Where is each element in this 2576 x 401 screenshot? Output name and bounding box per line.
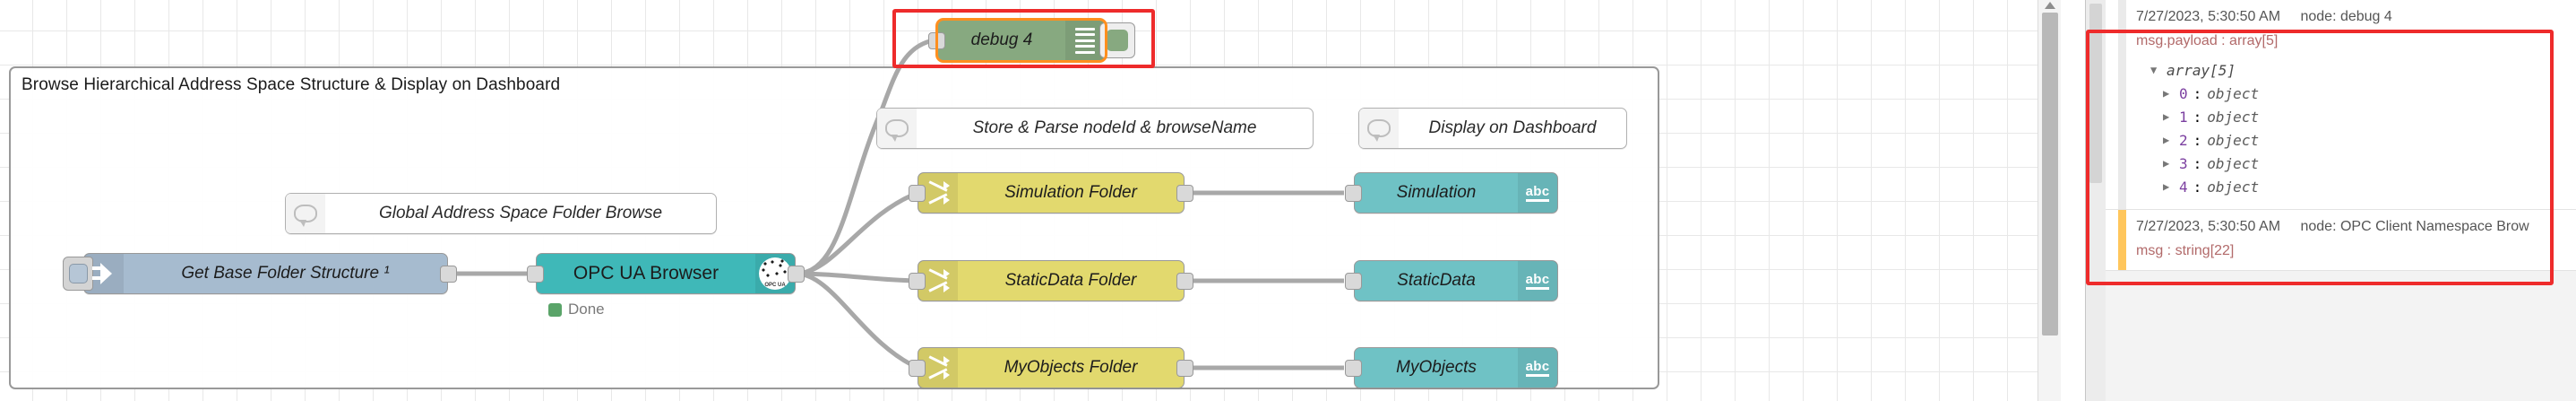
debug-message-source-bar bbox=[2118, 0, 2126, 209]
status-label: Done bbox=[568, 301, 605, 318]
debug-panel-scrollbar[interactable] bbox=[2086, 0, 2106, 401]
tree-item-colon: : bbox=[2193, 178, 2202, 196]
node-label: StaticData bbox=[1397, 271, 1476, 290]
node-input-port[interactable] bbox=[928, 32, 945, 49]
node-switch-simulation-folder[interactable]: Simulation Folder bbox=[909, 172, 1193, 214]
caret-right-icon[interactable]: ▶ bbox=[2163, 134, 2170, 146]
flow-group-label: Browse Hierarchical Address Space Struct… bbox=[22, 75, 561, 94]
caret-right-icon[interactable]: ▶ bbox=[2163, 87, 2170, 100]
tree-item-colon: : bbox=[2193, 84, 2202, 102]
tree-item-row[interactable]: ▶ 1 : object bbox=[2136, 105, 2563, 128]
tree-item-type: object bbox=[2207, 131, 2260, 149]
abc-text-icon: abc bbox=[1518, 348, 1557, 388]
node-inject-get-base-folder-structure[interactable]: Get Base Folder Structure ¹ bbox=[63, 253, 457, 294]
debug-object-tree[interactable]: ▼ array[5] ▶ 0 : object ▶ 1 : object ▶ bbox=[2136, 58, 2563, 198]
tree-item-key: 1 bbox=[2179, 108, 2188, 126]
node-switch-myobjects-folder[interactable]: MyObjects Folder bbox=[909, 347, 1193, 388]
node-dashboard-text-myobjects[interactable]: MyObjects abc bbox=[1345, 347, 1558, 388]
debug-sidebar[interactable]: 7/27/2023, 5:30:50 AM node: debug 4 msg.… bbox=[2085, 0, 2576, 401]
node-input-port[interactable] bbox=[909, 360, 926, 377]
inject-trigger-button[interactable] bbox=[63, 257, 93, 291]
node-input-port[interactable] bbox=[527, 266, 544, 283]
node-label: MyObjects Folder bbox=[1004, 358, 1138, 377]
comment-icon bbox=[877, 109, 917, 148]
tree-root-label: array[5] bbox=[2167, 61, 2236, 79]
comment-store-parse-nodeid-browsename[interactable]: Store & Parse nodeId & browseName bbox=[876, 108, 1314, 149]
abc-text-icon: abc bbox=[1518, 261, 1557, 301]
tree-item-type: object bbox=[2207, 84, 2260, 102]
tree-item-row[interactable]: ▶ 0 : object bbox=[2136, 82, 2563, 105]
opc-ua-logo-icon: OPC UA bbox=[755, 254, 795, 293]
node-input-port[interactable] bbox=[909, 273, 926, 290]
debug-list-icon bbox=[1065, 21, 1105, 60]
tree-root-row[interactable]: ▼ array[5] bbox=[2136, 58, 2563, 82]
caret-right-icon[interactable]: ▶ bbox=[2163, 157, 2170, 170]
tree-item-row[interactable]: ▶ 4 : object bbox=[2136, 175, 2563, 198]
caret-down-icon[interactable]: ▼ bbox=[2150, 64, 2158, 76]
node-input-port[interactable] bbox=[1345, 273, 1362, 290]
comment-icon bbox=[286, 194, 325, 233]
debug-toggle-button[interactable] bbox=[1099, 22, 1135, 58]
debug-source-node: node: OPC Client Namespace Brow bbox=[2300, 219, 2529, 234]
debug-message-property: msg.payload : array[5] bbox=[2136, 33, 2279, 48]
node-label: OPC UA Browser bbox=[573, 263, 719, 283]
node-input-port[interactable] bbox=[909, 185, 926, 202]
debug-message[interactable]: 7/27/2023, 5:30:50 AM node: debug 4 msg.… bbox=[2106, 0, 2576, 210]
tree-item-type: object bbox=[2207, 108, 2260, 126]
node-output-port[interactable] bbox=[788, 266, 805, 283]
tree-item-colon: : bbox=[2193, 108, 2202, 126]
node-opc-ua-browser[interactable]: OPC UA Browser OPC UA bbox=[527, 253, 805, 294]
flow-canvas[interactable]: Browse Hierarchical Address Space Struct… bbox=[0, 0, 2061, 401]
comment-display-on-dashboard[interactable]: Display on Dashboard bbox=[1358, 108, 1627, 149]
status-dot-icon bbox=[548, 302, 562, 317]
caret-right-icon[interactable]: ▶ bbox=[2163, 180, 2170, 193]
debug-message-header: 7/27/2023, 5:30:50 AM node: OPC Client N… bbox=[2136, 219, 2563, 235]
debug-message-property: msg : string[22] bbox=[2136, 243, 2235, 258]
comment-label: Display on Dashboard bbox=[1428, 118, 1597, 137]
comment-label: Global Address Space Folder Browse bbox=[378, 204, 663, 222]
tree-item-key: 3 bbox=[2179, 154, 2188, 172]
node-output-port[interactable] bbox=[1176, 360, 1193, 377]
tree-item-row[interactable]: ▶ 2 : object bbox=[2136, 128, 2563, 152]
node-dashboard-text-staticdata[interactable]: StaticData abc bbox=[1345, 260, 1558, 301]
tree-item-key: 4 bbox=[2179, 178, 2188, 196]
node-label: Simulation bbox=[1396, 183, 1477, 202]
node-output-port[interactable] bbox=[1176, 185, 1193, 202]
node-input-port[interactable] bbox=[1345, 185, 1362, 202]
tree-item-key: 0 bbox=[2179, 84, 2188, 102]
scroll-up-arrow-icon[interactable] bbox=[2045, 2, 2055, 9]
debug-timestamp: 7/27/2023, 5:30:50 AM bbox=[2136, 219, 2281, 234]
scrollbar-thumb[interactable] bbox=[2042, 13, 2058, 336]
tree-item-colon: : bbox=[2193, 154, 2202, 172]
tree-item-type: object bbox=[2207, 154, 2260, 172]
debug-message-source-bar bbox=[2118, 210, 2126, 270]
node-label: debug 4 bbox=[970, 31, 1033, 49]
tree-item-row[interactable]: ▶ 3 : object bbox=[2136, 152, 2563, 175]
node-label: Get Base Folder Structure ¹ bbox=[181, 264, 390, 283]
node-label: MyObjects bbox=[1396, 358, 1477, 377]
caret-right-icon[interactable]: ▶ bbox=[2163, 110, 2170, 123]
canvas-vertical-scrollbar[interactable] bbox=[2038, 0, 2061, 401]
node-input-port[interactable] bbox=[1345, 360, 1362, 377]
tree-item-colon: : bbox=[2193, 131, 2202, 149]
node-dashboard-text-simulation[interactable]: Simulation abc bbox=[1345, 172, 1558, 214]
scrollbar-thumb[interactable] bbox=[2089, 4, 2102, 183]
comment-global-address-space-folder-browse[interactable]: Global Address Space Folder Browse bbox=[285, 193, 717, 234]
node-debug-4[interactable]: debug 4 bbox=[928, 18, 1135, 63]
node-label: StaticData Folder bbox=[1004, 271, 1137, 290]
tree-item-key: 2 bbox=[2179, 131, 2188, 149]
node-label: Simulation Folder bbox=[1004, 183, 1137, 202]
debug-source-node: node: debug 4 bbox=[2300, 9, 2392, 24]
comment-label: Store & Parse nodeId & browseName bbox=[972, 118, 1257, 137]
node-status-opc-ua-browser: Done bbox=[548, 301, 605, 318]
debug-timestamp: 7/27/2023, 5:30:50 AM bbox=[2136, 9, 2281, 24]
node-switch-staticdata-folder[interactable]: StaticData Folder bbox=[909, 260, 1193, 301]
abc-text-icon: abc bbox=[1518, 173, 1557, 213]
node-output-port[interactable] bbox=[440, 266, 457, 283]
comment-icon bbox=[1359, 109, 1399, 148]
debug-message-header: 7/27/2023, 5:30:50 AM node: debug 4 bbox=[2136, 9, 2563, 25]
tree-item-type: object bbox=[2207, 178, 2260, 196]
debug-message[interactable]: 7/27/2023, 5:30:50 AM node: OPC Client N… bbox=[2106, 210, 2576, 271]
node-output-port[interactable] bbox=[1176, 273, 1193, 290]
